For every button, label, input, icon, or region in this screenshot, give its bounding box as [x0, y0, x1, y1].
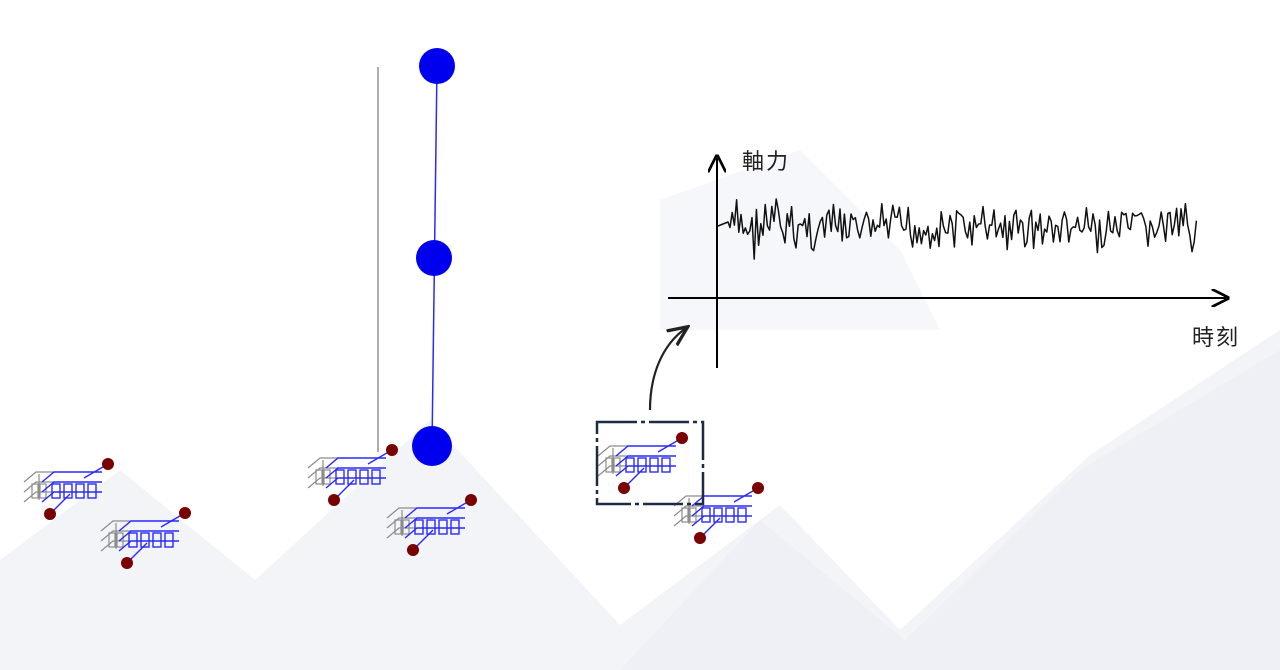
structure-model-icon [100, 506, 192, 570]
structure-model-icon [386, 493, 478, 557]
mass-node-middle [416, 240, 452, 276]
mountain-shape [620, 350, 1280, 670]
mass-node-bottom [412, 426, 452, 466]
curved-arrow [648, 328, 686, 411]
y-axis-label: 軸力 [742, 150, 791, 175]
mass-node-top [419, 48, 455, 84]
structure-model-icon [673, 481, 765, 545]
mountain-shape [660, 150, 940, 330]
selection-box [595, 420, 705, 506]
structure-model-icon [597, 431, 689, 495]
structure-model-icon [307, 443, 399, 507]
structure-model-icon [23, 457, 115, 521]
x-axis-label: 時刻 [1192, 326, 1241, 351]
axial-force-signal [717, 198, 1198, 260]
mountain-shape [0, 330, 1280, 670]
